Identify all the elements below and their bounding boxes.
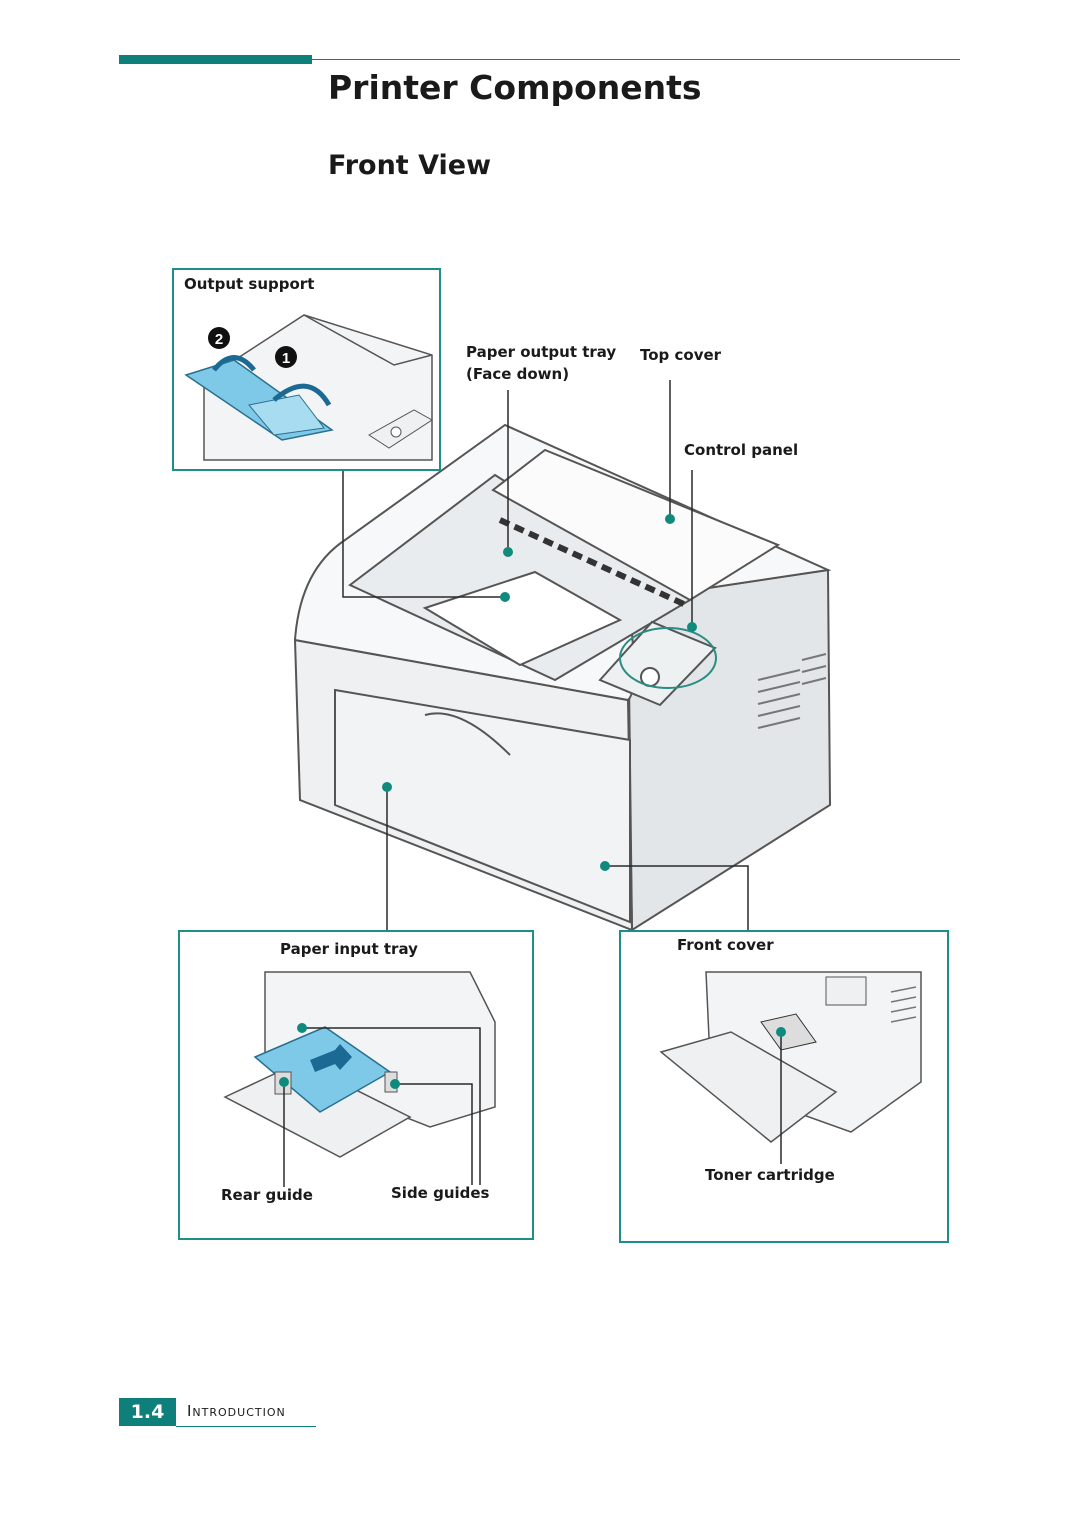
footer-rule [176,1426,316,1427]
printer-body-drawing [293,423,832,932]
face-down-label: (Face down) [466,365,570,383]
front-cover-label: Front cover [677,936,774,954]
callout-dot-control-panel [687,622,697,632]
output-support-drawing: 2 1 [184,314,433,461]
footer-section-title: Introduction [187,1402,286,1420]
step-number-1: 1 [282,350,290,367]
callout-dot-paper-input-tray [382,782,392,792]
paper-input-tray-label: Paper input tray [280,940,418,958]
front-cover-drawing [659,971,922,1164]
header-rule [312,59,960,60]
rear-guide-label: Rear guide [221,1186,313,1204]
section-title: Front View [328,150,492,181]
page-title: Printer Components [328,68,702,107]
paper-output-tray-label: Paper output tray [466,343,617,361]
step-number-2: 2 [215,331,223,348]
callout-dot-front-cover [600,861,610,871]
page-number: 1.4 [119,1398,176,1426]
output-support-inset: 2 1 Output support [172,268,441,471]
callout-dot-top-cover [665,514,675,524]
side-guides-label: Side guides [391,1184,490,1202]
paper-input-tray-drawing [223,971,496,1187]
callout-dot-output-support [500,592,510,602]
front-cover-inset: Front cover Toner cartridge [619,930,949,1243]
paper-input-tray-inset: Paper input tray Rear guide Side guides [178,930,534,1240]
callout-dot-paper-output-tray [503,547,513,557]
control-panel-highlight-ring [619,627,717,689]
toner-cartridge-label: Toner cartridge [705,1166,835,1184]
output-support-label: Output support [184,275,315,293]
control-panel-label: Control panel [684,441,799,459]
top-cover-label: Top cover [640,346,722,364]
header-accent-bar [119,55,312,64]
